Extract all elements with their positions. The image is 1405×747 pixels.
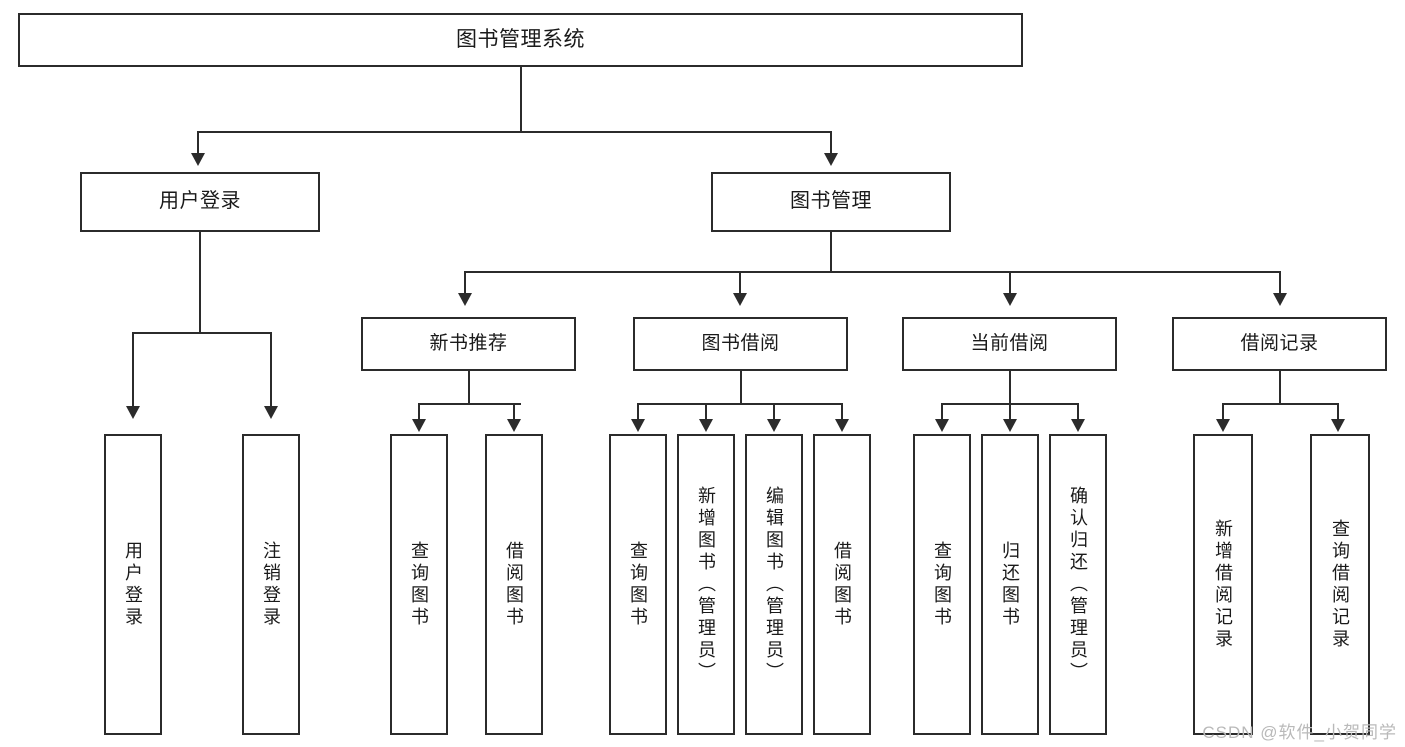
node-current-borrow[interactable]: 当前借阅 — [902, 317, 1117, 371]
node-label: 图书借阅 — [701, 332, 780, 354]
node-label: 借阅图书 — [832, 540, 852, 629]
arrowhead-leaf-bb-query — [631, 419, 645, 432]
node-label: 新增图书（管理员） — [696, 485, 716, 684]
node-book-manage[interactable]: 图书管理 — [711, 172, 951, 232]
arrowhead-leaf-cb-query — [935, 419, 949, 432]
node-leaf-user-logout[interactable]: 注销登录 — [242, 434, 300, 735]
arrowhead-leaf-nbr-borrow — [507, 419, 521, 432]
node-label: 确认归还（管理员） — [1068, 485, 1088, 684]
connector-cb-to-leaf2 — [1009, 403, 1011, 421]
connector-userlogin-bus — [132, 332, 270, 334]
connector-bb-to-leaf2 — [705, 403, 707, 421]
node-leaf-user-login[interactable]: 用户登录 — [104, 434, 162, 735]
arrowhead-leaf-bb-borrow — [835, 419, 849, 432]
node-root-system[interactable]: 图书管理系统 — [18, 13, 1023, 67]
connector-br-to-leaf2 — [1337, 403, 1339, 421]
node-leaf-cb-confirm[interactable]: 确认归还（管理员） — [1049, 434, 1107, 735]
node-label: 查询图书 — [628, 540, 648, 629]
node-leaf-nbr-query[interactable]: 查询图书 — [390, 434, 448, 735]
node-leaf-br-add[interactable]: 新增借阅记录 — [1193, 434, 1253, 735]
connector-bb-to-leaf3 — [773, 403, 775, 421]
arrowhead-current-borrow — [1003, 293, 1017, 306]
connector-userlogin-stem — [199, 232, 201, 333]
node-leaf-br-query[interactable]: 查询借阅记录 — [1310, 434, 1370, 735]
node-leaf-bb-borrow[interactable]: 借阅图书 — [813, 434, 871, 735]
connector-bookmanage-to-nbr — [464, 271, 466, 296]
node-leaf-cb-return[interactable]: 归还图书 — [981, 434, 1039, 735]
connector-cb-to-leaf3 — [1077, 403, 1079, 421]
node-new-book-recommend[interactable]: 新书推荐 — [361, 317, 576, 371]
csdn-watermark: CSDN @软件_小贺同学 — [1202, 723, 1397, 742]
arrowhead-leaf-cb-confirm — [1071, 419, 1085, 432]
connector-nbr-bus — [418, 403, 521, 405]
node-label: 查询图书 — [932, 540, 952, 629]
connector-bb-bus — [637, 403, 843, 405]
node-label: 新增借阅记录 — [1213, 518, 1233, 651]
connector-nbr-to-leaf2 — [513, 403, 515, 421]
node-leaf-bb-add[interactable]: 新增图书（管理员） — [677, 434, 735, 735]
arrowhead-book-borrow — [733, 293, 747, 306]
arrowhead-bookmanage — [824, 153, 838, 166]
arrowhead-leaf-bb-add — [699, 419, 713, 432]
node-leaf-cb-query[interactable]: 查询图书 — [913, 434, 971, 735]
connector-userlogin-to-leaf1 — [132, 332, 134, 408]
arrowhead-leaf-user-logout — [264, 406, 278, 419]
connector-bb-to-leaf1 — [637, 403, 639, 421]
node-leaf-bb-query[interactable]: 查询图书 — [609, 434, 667, 735]
node-label: 借阅记录 — [1240, 332, 1319, 354]
arrowhead-leaf-bb-edit — [767, 419, 781, 432]
connector-bookmanage-to-br — [1279, 271, 1281, 296]
connector-userlogin-to-leaf2 — [270, 332, 272, 408]
connector-nbr-to-leaf1 — [418, 403, 420, 421]
connector-bb-to-leaf4 — [841, 403, 843, 421]
arrowhead-borrow-record — [1273, 293, 1287, 306]
node-label: 查询图书 — [409, 540, 429, 629]
node-label: 借阅图书 — [504, 540, 524, 629]
arrowhead-leaf-nbr-query — [412, 419, 426, 432]
connector-br-stem — [1279, 371, 1281, 404]
connector-root-stem — [520, 67, 522, 132]
arrowhead-new-book-recommend — [458, 293, 472, 306]
connector-cb-to-leaf1 — [941, 403, 943, 421]
connector-root-bus — [197, 131, 832, 133]
node-label: 新书推荐 — [429, 332, 508, 354]
node-label: 图书管理系统 — [456, 27, 585, 51]
connector-bookmanage-stem — [830, 232, 832, 272]
node-label: 注销登录 — [261, 540, 281, 629]
node-label: 用户登录 — [159, 190, 241, 213]
node-borrow-record[interactable]: 借阅记录 — [1172, 317, 1387, 371]
arrowhead-leaf-cb-return — [1003, 419, 1017, 432]
node-book-borrow[interactable]: 图书借阅 — [633, 317, 848, 371]
arrowhead-leaf-br-query — [1331, 419, 1345, 432]
connector-bookmanage-to-bb — [739, 271, 741, 296]
connector-cb-stem — [1009, 371, 1011, 404]
node-label: 编辑图书（管理员） — [764, 485, 784, 684]
node-label: 归还图书 — [1000, 540, 1020, 629]
node-label: 用户登录 — [123, 540, 143, 629]
connector-root-to-userlogin — [197, 131, 199, 156]
connector-bb-stem — [740, 371, 742, 404]
node-leaf-bb-edit[interactable]: 编辑图书（管理员） — [745, 434, 803, 735]
node-leaf-nbr-borrow[interactable]: 借阅图书 — [485, 434, 543, 735]
connector-br-to-leaf1 — [1222, 403, 1224, 421]
arrowhead-leaf-user-login — [126, 406, 140, 419]
connector-br-bus — [1222, 403, 1339, 405]
connector-nbr-stem — [468, 371, 470, 404]
connector-bookmanage-bus — [464, 271, 1281, 273]
connector-root-to-bookmanage — [830, 131, 832, 156]
connector-bookmanage-to-cb — [1009, 271, 1011, 296]
arrowhead-userlogin — [191, 153, 205, 166]
node-user-login[interactable]: 用户登录 — [80, 172, 320, 232]
node-label: 当前借阅 — [970, 332, 1049, 354]
node-label: 图书管理 — [790, 190, 872, 213]
arrowhead-leaf-br-add — [1216, 419, 1230, 432]
node-label: 查询借阅记录 — [1330, 518, 1350, 651]
